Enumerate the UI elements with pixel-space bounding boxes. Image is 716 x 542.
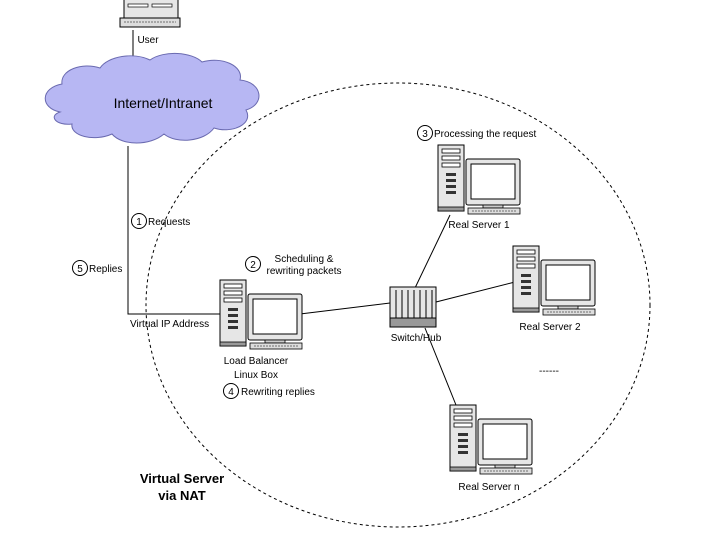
step-4-label: Rewriting replies [241,387,315,398]
step-2-label-line1: Scheduling & [275,254,334,265]
internet-cloud [44,53,260,144]
cloud-to-loadbalancer-line [127,146,222,315]
step-number: 5 [77,264,83,275]
step-2-badge [245,256,261,272]
step-number: 3 [422,129,428,140]
real-server-1-label: Real Server 1 [448,220,510,231]
loadbalancer-to-switch-line [299,302,391,315]
step-4-badge [223,383,239,399]
step-1: 1 Requests [131,213,190,229]
load-balancer-icon [219,279,303,350]
load-balancer-label-line1: Load Balancer [224,356,289,367]
real-server-n-icon [449,404,533,475]
switch-hub-label: Switch/Hub [391,333,442,344]
diagram-title-line2: via NAT [158,488,205,503]
more-servers-ellipsis: ------ [539,366,559,377]
step-5-label: Replies [89,264,122,275]
user-computer-icon [119,0,181,28]
diagram-title-line1: Virtual Server [140,471,224,486]
step-5-badge [72,260,88,276]
switch-to-rs2-line [435,281,516,303]
step-1-badge [131,213,147,229]
virtual-server-boundary [145,82,651,528]
step-number: 2 [250,260,256,271]
user-label: User [137,35,159,46]
cloud-label: Internet/Intranet [114,95,213,111]
step-2: 2 Scheduling & rewriting packets [245,254,342,277]
load-balancer-label-line2: Linux Box [234,370,278,381]
switch-to-rsn-line [424,327,459,411]
real-server-2-icon [512,245,596,316]
real-server-1-icon [437,144,521,215]
step-number: 1 [136,217,142,228]
step-2-label-line2: rewriting packets [266,266,341,277]
step-number: 4 [228,387,234,398]
step-3-label: Processing the request [434,129,537,140]
step-1-label: Requests [148,217,190,228]
real-server-n-label: Real Server n [458,482,519,493]
real-server-2-label: Real Server 2 [519,322,581,333]
virtual-ip-label: Virtual IP Address [130,319,209,330]
switch-to-rs1-line [414,214,451,289]
switch-hub-icon [389,286,437,328]
step-5: 5 Replies [72,260,122,276]
step-3: 3 Processing the request [417,125,537,141]
step-3-badge [417,125,433,141]
step-4: 4 Rewriting replies [223,383,315,399]
